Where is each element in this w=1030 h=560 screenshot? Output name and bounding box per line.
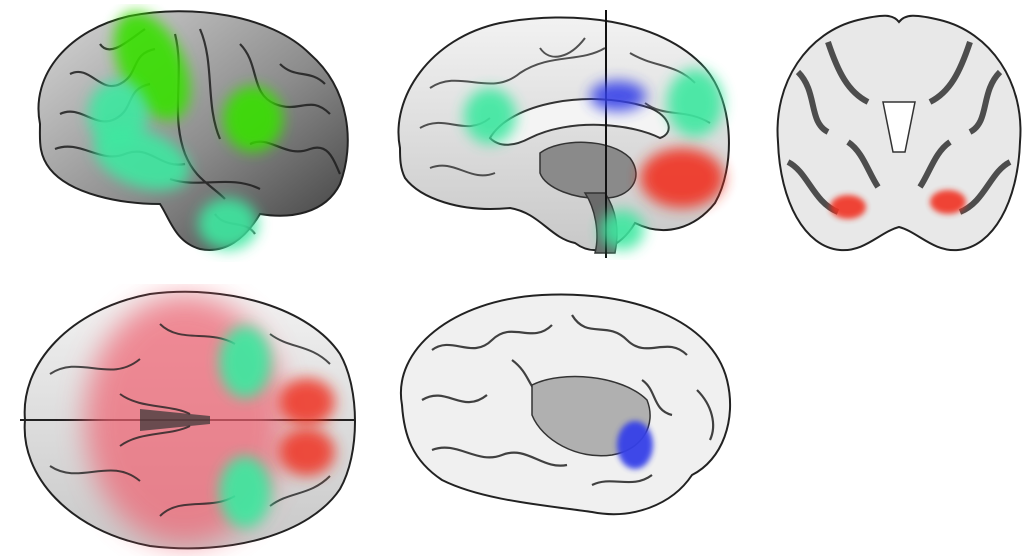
activation-precuneus <box>464 88 516 144</box>
activation-temporal-pole <box>198 198 258 250</box>
activation-medial-orbitofrontal-left <box>279 378 335 426</box>
activation-lateral-orbitofrontal-left <box>219 326 271 398</box>
coronal-section-view <box>768 12 1030 256</box>
activation-parietal <box>223 86 283 152</box>
activation-amygdala-right <box>930 190 966 214</box>
activation-amygdala-left <box>830 195 866 219</box>
lateral-hemisphere-view <box>10 4 360 262</box>
activation-insula <box>617 421 653 469</box>
insula-activations <box>617 421 653 469</box>
brain-outline <box>38 11 347 250</box>
activation-medial-orbitofrontal-right <box>279 428 335 476</box>
activation-medial-prefrontal <box>667 69 723 137</box>
brain-outline <box>398 17 728 250</box>
activation-ventromedial-prefrontal <box>640 148 724 208</box>
activation-lateral-orbitofrontal-right <box>219 456 271 528</box>
insula-cutaway-view <box>392 290 740 522</box>
activation-anterior-cingulate <box>590 81 646 111</box>
medial-hemisphere-view <box>390 8 740 260</box>
activation-medial-temporal <box>600 210 644 250</box>
ventral-brain-view <box>10 284 360 556</box>
